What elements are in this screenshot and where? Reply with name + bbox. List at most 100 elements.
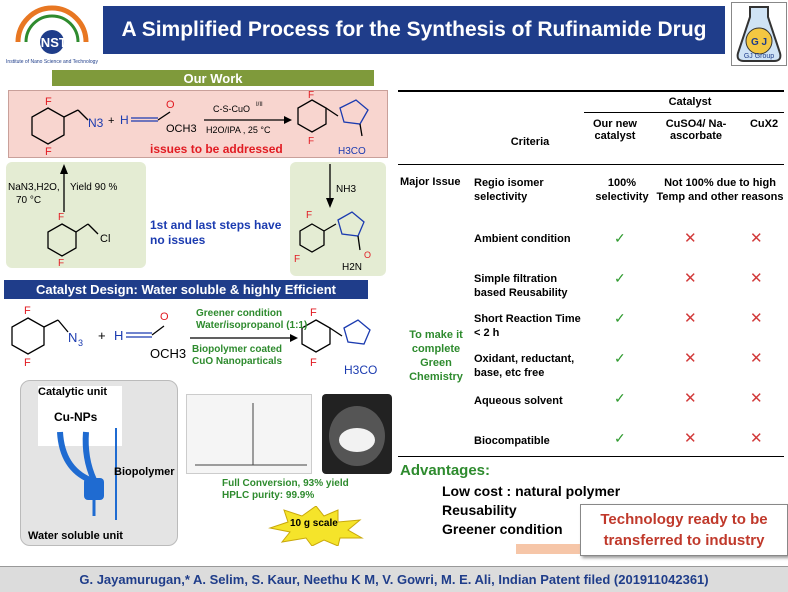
col-cuso4-header: CuSO4/ Na-ascorbate xyxy=(665,118,727,142)
row-1-cuso4-cross-icon: ✕ xyxy=(684,230,697,247)
col-new-header: Our new catalyst xyxy=(592,118,637,142)
nh2-label: H2N xyxy=(342,262,362,273)
h3co-label: H3CO xyxy=(338,146,366,156)
svg-text:F: F xyxy=(45,146,52,156)
logo-inst-text: INST xyxy=(37,35,67,50)
inst-logo: INST Institute of Nano Science and Techn… xyxy=(4,2,100,66)
catalyst-header-rule xyxy=(584,112,784,113)
logo-inst-subtext: Institute of Nano Science and Technology xyxy=(6,59,98,65)
svg-text:O: O xyxy=(160,311,169,323)
conversion-line1: Full Conversion, 93% yield xyxy=(222,478,349,489)
row-5-cuso4-cross-icon: ✕ xyxy=(684,390,697,407)
svg-text:N: N xyxy=(68,330,77,345)
catalyst-header: Catalyst xyxy=(668,96,712,108)
n3-label: N3 xyxy=(88,116,104,130)
reaction-box xyxy=(8,90,388,158)
left-yield: Yield 90 % xyxy=(70,182,118,193)
row-3-criterion: Short Reaction Time < 2 h xyxy=(474,313,581,339)
gj-group-logo: G J GJ Group xyxy=(731,2,787,66)
green-chem-label: To make it complete Green Chemistry xyxy=(409,329,463,383)
right-step-scheme: O H2N F F xyxy=(294,164,371,273)
svg-text:F: F xyxy=(45,96,52,108)
advantage-item: Reusability xyxy=(442,502,517,518)
steps-note: 1st and last steps have no issues xyxy=(150,218,282,247)
table-header-rule xyxy=(398,164,784,165)
svg-text:H: H xyxy=(120,113,129,127)
scale-starburst-icon xyxy=(268,506,364,546)
major-issue-label: Major Issue xyxy=(400,176,461,188)
biopolymer-chain-icon xyxy=(57,428,117,520)
row-5-cux-cross-icon: ✕ xyxy=(750,390,763,407)
row-0-new: 100% selectivity xyxy=(595,177,649,203)
row-5-new-check-icon: ✓ xyxy=(614,390,626,406)
reagent-sup: I/II xyxy=(256,102,263,108)
catalytic-unit-label: Catalytic unit xyxy=(38,386,108,398)
advantage-item: Low cost : natural polymer xyxy=(442,483,621,499)
reaction-scheme-bottom: N 3 F F + H O OCH3 F F H3CO xyxy=(11,305,377,377)
reagent-label: C-S-CuO xyxy=(213,104,250,114)
greener-condition-line1: Greener condition xyxy=(196,308,283,319)
row-4-new-check-icon: ✓ xyxy=(614,350,626,366)
citation-footer: G. Jayamurugan,* A. Selim, S. Kaur, Neet… xyxy=(0,566,788,592)
row-0-criterion: Regio isomer selectivity xyxy=(474,177,544,203)
advantages-list: Low cost : natural polymer Reusability G… xyxy=(442,482,620,539)
left-step-scheme: Cl F F xyxy=(47,164,110,268)
row-4-cuso4-cross-icon: ✕ xyxy=(684,350,697,367)
svg-text:F: F xyxy=(308,90,314,101)
product-photo xyxy=(322,394,392,474)
row-3-cux-cross-icon: ✕ xyxy=(750,310,763,327)
svg-text:F: F xyxy=(294,254,300,265)
left-step-box xyxy=(6,162,146,268)
scale-label: 10 g scale xyxy=(290,518,338,529)
water-soluble-label: Water soluble unit xyxy=(28,530,123,542)
svg-text:+: + xyxy=(98,328,106,343)
conditions-label: H2O/IPA , 25 °C xyxy=(206,125,271,135)
svg-text:F: F xyxy=(310,357,317,369)
row-2-cux-cross-icon: ✕ xyxy=(750,270,763,287)
svg-text:G J: G J xyxy=(751,37,767,48)
greener-condition-line2: Water/isopropanol (1:1) xyxy=(196,320,308,331)
greener-condition-label: Greener condition Water/isopropanol (1:1… xyxy=(196,308,307,332)
svg-text:F: F xyxy=(308,136,314,147)
biopolymer-line2: CuO Nanoparticals xyxy=(192,356,283,367)
table-top-rule xyxy=(398,90,784,92)
col-cux-header: CuX2 xyxy=(749,118,779,130)
svg-text:F: F xyxy=(58,258,64,268)
row-2-new-check-icon: ✓ xyxy=(614,270,626,286)
biopolymer-side-label: Biopolymer xyxy=(114,466,175,478)
row-1-criterion: Ambient condition xyxy=(474,233,571,245)
right-step-box xyxy=(290,162,386,276)
biopolymer-label: Biopolymer coated CuO Nanoparticals xyxy=(192,344,282,368)
svg-text:O: O xyxy=(166,99,175,111)
logo-gj-text: GJ Group xyxy=(744,53,774,60)
row-3-new-check-icon: ✓ xyxy=(614,310,626,326)
row-2-cuso4-cross-icon: ✕ xyxy=(684,270,697,287)
catalytic-unit-panel xyxy=(38,386,122,446)
svg-text:3: 3 xyxy=(78,338,83,348)
cl-label: Cl xyxy=(100,233,110,245)
catalyst-design-banner: Catalyst Design: Water soluble & highly … xyxy=(4,280,368,299)
biopolymer-line1: Biopolymer coated xyxy=(192,344,283,355)
row-1-cux-cross-icon: ✕ xyxy=(750,230,763,247)
row-4-criterion: Oxidant, reductant, base, etc free xyxy=(474,353,575,379)
svg-text:F: F xyxy=(310,307,317,319)
conversion-line2: HPLC purity: 99.9% xyxy=(222,490,315,501)
svg-text:F: F xyxy=(306,210,312,221)
tech-ready-box: Technology ready to be transferred to in… xyxy=(580,504,788,556)
svg-text:F: F xyxy=(24,357,31,369)
row-2-criterion: Simple filtration based Reusability xyxy=(474,273,568,299)
left-condition-1: NaN3,H2O, xyxy=(8,182,60,193)
page-title: A Simplified Process for the Synthesis o… xyxy=(103,6,725,54)
conversion-label: Full Conversion, 93% yield HPLC purity: … xyxy=(222,478,349,502)
issues-label: issues to be addressed xyxy=(150,142,283,156)
tech-ready-line2: transferred to industry xyxy=(603,532,765,549)
our-work-banner: Our Work xyxy=(52,70,374,86)
row-5-criterion: Aqueous solvent xyxy=(474,395,563,407)
svg-text:OCH3: OCH3 xyxy=(150,346,186,361)
row-0-cuso4: Not 100% due to high Temp and other reas… xyxy=(656,177,784,203)
cu-nps-label: Cu-NPs xyxy=(54,410,98,424)
svg-text:O: O xyxy=(364,250,371,260)
advantage-item: Greener condition xyxy=(442,521,563,537)
row-1-new-check-icon: ✓ xyxy=(614,230,626,246)
left-condition-2: 70 °C xyxy=(16,195,42,206)
